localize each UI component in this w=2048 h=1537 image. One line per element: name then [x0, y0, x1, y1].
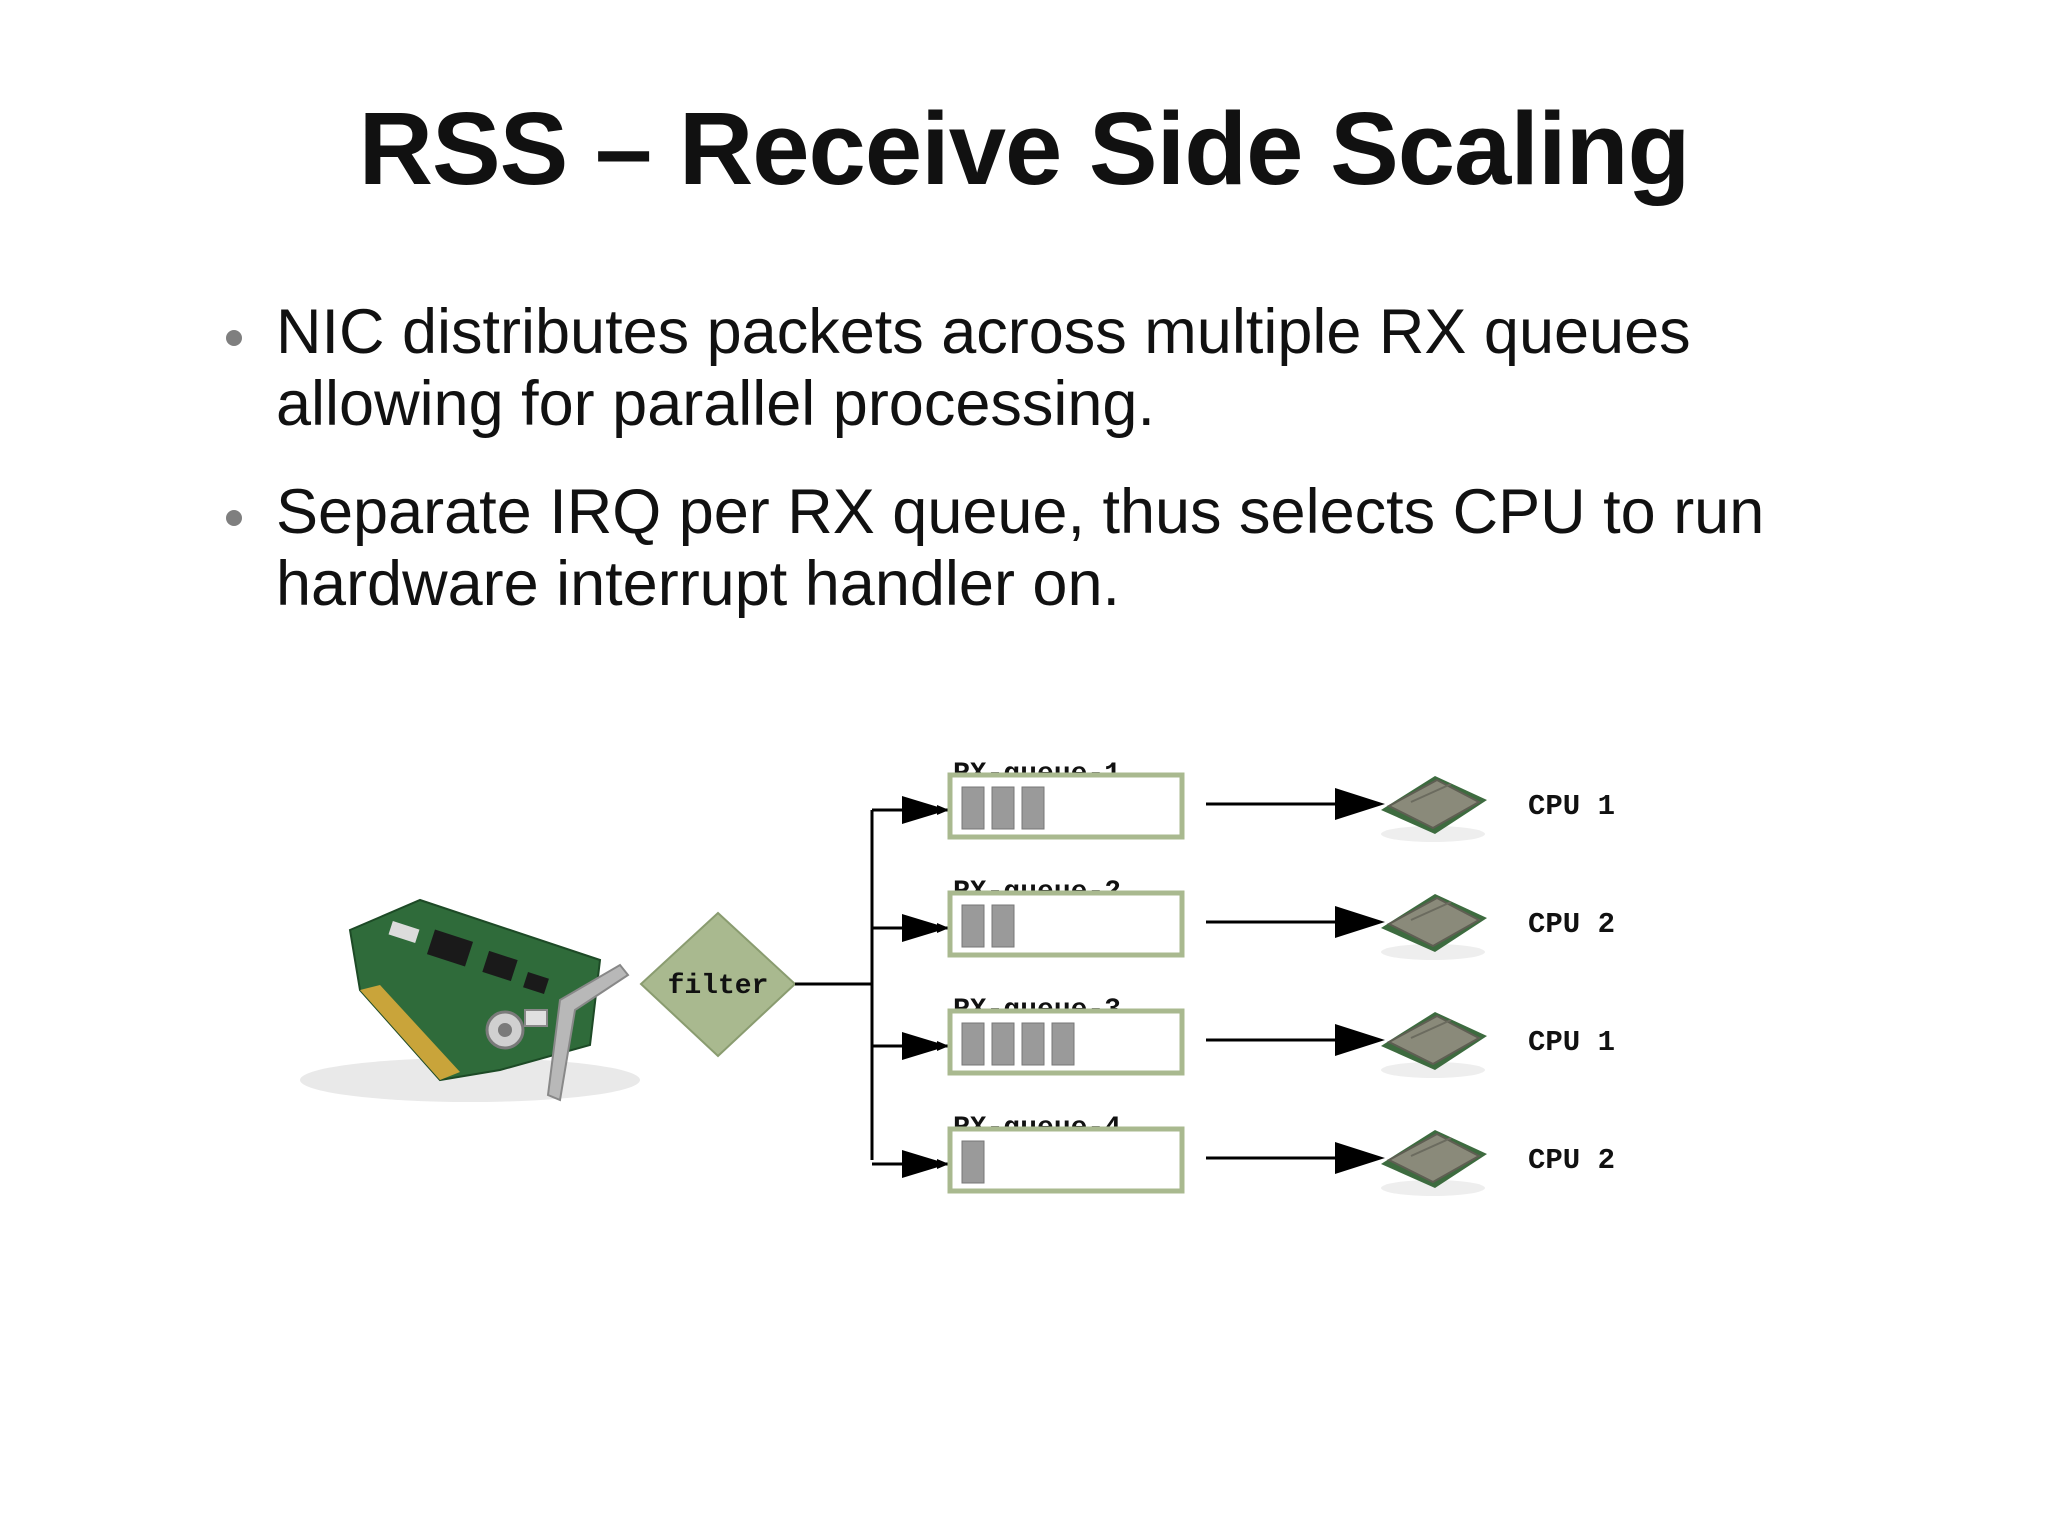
cpu-marking — [1410, 1137, 1452, 1157]
cpu-heatspreader — [1386, 1014, 1482, 1066]
cpu-marking — [1410, 901, 1452, 921]
packet — [991, 786, 1015, 830]
cpu-label: CPU 1 — [1528, 790, 1615, 823]
bullet-dot-icon — [226, 330, 242, 346]
cpu-chip-icon — [1381, 1012, 1487, 1078]
packet — [961, 786, 985, 830]
arrowhead-icon — [1335, 1024, 1385, 1056]
arrowhead-icon — [902, 914, 948, 942]
packet — [991, 1022, 1015, 1066]
bullet-list: NIC distributes packets across multiple … — [222, 296, 1902, 656]
cpu-label: CPU 1 — [1528, 1026, 1615, 1059]
packet — [1021, 1022, 1045, 1066]
cpu-heatspreader — [1386, 896, 1482, 948]
bullet-dot-icon — [226, 510, 242, 526]
filter-node: filter — [639, 911, 797, 1058]
cpu-label: CPU 2 — [1528, 1144, 1615, 1177]
filter-label: filter — [668, 971, 769, 1002]
bullet-item: NIC distributes packets across multiple … — [222, 296, 1902, 440]
cpu-shadow — [1381, 826, 1485, 842]
bullet-line: allowing for parallel processing. — [276, 369, 1155, 439]
cpu-chip-icon — [1381, 776, 1487, 842]
cpu-marking — [1410, 1019, 1452, 1039]
arrowhead-icon — [902, 1150, 948, 1178]
cpu-label: CPU 2 — [1528, 908, 1615, 941]
packet — [991, 904, 1015, 948]
arrowhead-icon — [1335, 1142, 1385, 1174]
packet — [961, 1140, 985, 1184]
queue-box — [947, 890, 1185, 958]
queue-row: RX-queue-3CPU 1 — [872, 995, 1615, 1076]
packet — [961, 904, 985, 948]
bullet-line: NIC distributes packets across multiple … — [276, 297, 1691, 367]
cpu-heatspreader — [1386, 1132, 1482, 1184]
queue-box — [947, 1126, 1185, 1194]
arrowhead-icon — [1335, 906, 1385, 938]
bullet-line: Separate IRQ per RX queue, thus selects … — [276, 477, 1765, 547]
packet — [961, 1022, 985, 1066]
network-card-icon — [300, 898, 640, 1102]
arrowhead-icon — [902, 1032, 948, 1060]
cpu-chip-icon — [1381, 1130, 1487, 1196]
cpu-shadow — [1381, 1062, 1485, 1078]
queue-box — [947, 772, 1185, 840]
cpu-chip-icon — [1381, 894, 1487, 960]
cpu-marking — [1410, 783, 1452, 803]
packet — [1051, 1022, 1075, 1066]
bullet-line: hardware interrupt handler on. — [276, 549, 1121, 619]
slide-title: RSS – Receive Side Scaling — [358, 91, 1691, 206]
queue-row: RX-queue-4CPU 2 — [872, 1113, 1615, 1194]
packet — [1021, 786, 1045, 830]
cpu-shadow — [1381, 1180, 1485, 1196]
arrowhead-icon — [1335, 788, 1385, 820]
cpu-shadow — [1381, 944, 1485, 960]
bullet-item: Separate IRQ per RX queue, thus selects … — [222, 476, 1902, 620]
arrowhead-icon — [902, 796, 948, 824]
cpu-heatspreader — [1386, 778, 1482, 830]
